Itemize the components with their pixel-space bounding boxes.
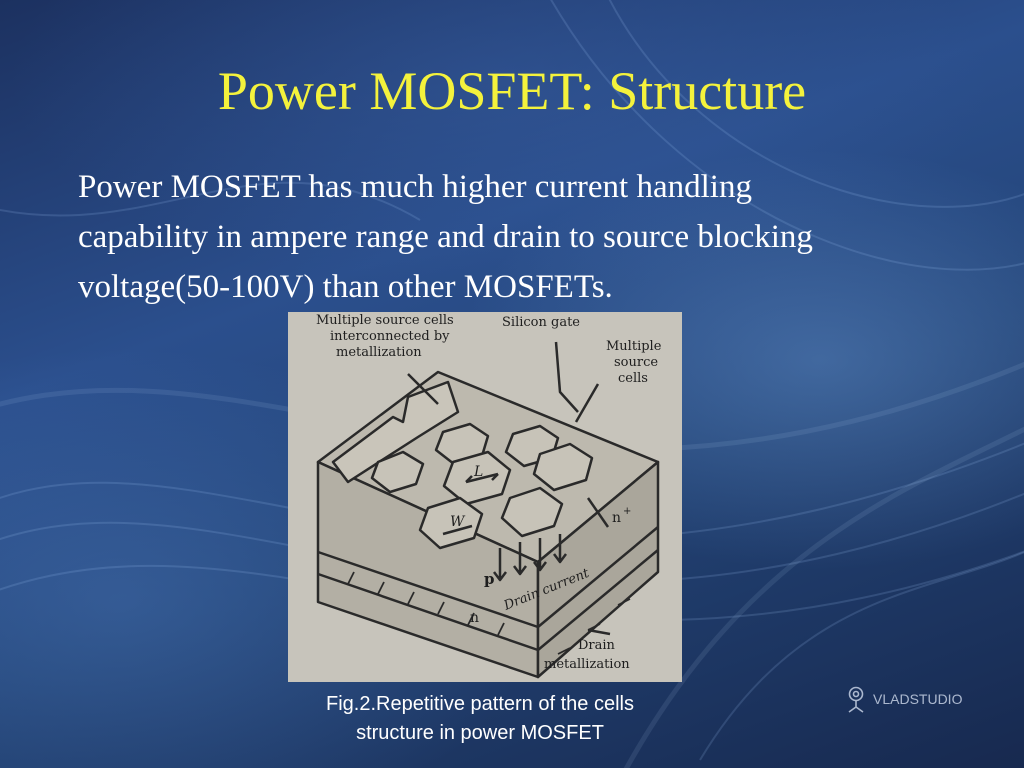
label-interconnected: interconnected by (330, 329, 450, 344)
label-W: W (450, 514, 466, 530)
label-metallization: metallization (336, 345, 422, 360)
hex-cell (370, 450, 425, 494)
label-multiple: Multiple (606, 339, 662, 354)
label-silicon-gate: Silicon gate (502, 315, 580, 330)
hex-cell (418, 496, 484, 550)
mosfet-structure-figure: Multiple source cells interconnected by … (288, 312, 682, 682)
vladstudio-logo-icon (848, 686, 864, 713)
label-drain: Drain (578, 638, 616, 653)
body-line: capability in ampere range and drain to … (78, 219, 813, 255)
label-drain-metallization: metallization (544, 657, 630, 672)
label-n-plus: n (612, 510, 621, 526)
body-line: Power MOSFET has much higher current han… (78, 169, 752, 205)
label-source-cells: Multiple source cells (316, 313, 454, 328)
caption-line: Fig.2.Repetitive pattern of the cells (326, 693, 634, 715)
label-L: L (473, 464, 483, 480)
block-right-face (536, 460, 660, 679)
label-n-plus-superscript: + (623, 506, 631, 517)
body-line: voltage(50-100V) than other MOSFETs. (78, 269, 613, 305)
label-p: p (484, 570, 495, 588)
watermark-text: VLADSTUDIO (873, 691, 963, 707)
hex-cell (500, 486, 564, 538)
label-source: source (614, 355, 658, 370)
caption-line: structure in power MOSFET (356, 722, 604, 744)
label-n: n (470, 610, 479, 626)
slide-body: Power MOSFET has much higher current han… (78, 162, 998, 312)
watermark: VLADSTUDIO (845, 684, 962, 714)
hex-cell (532, 442, 594, 492)
label-cells: cells (618, 371, 648, 386)
slide-title: Power MOSFET: Structure (217, 61, 807, 121)
figure-caption: Fig.2.Repetitive pattern of the cells st… (256, 690, 704, 748)
